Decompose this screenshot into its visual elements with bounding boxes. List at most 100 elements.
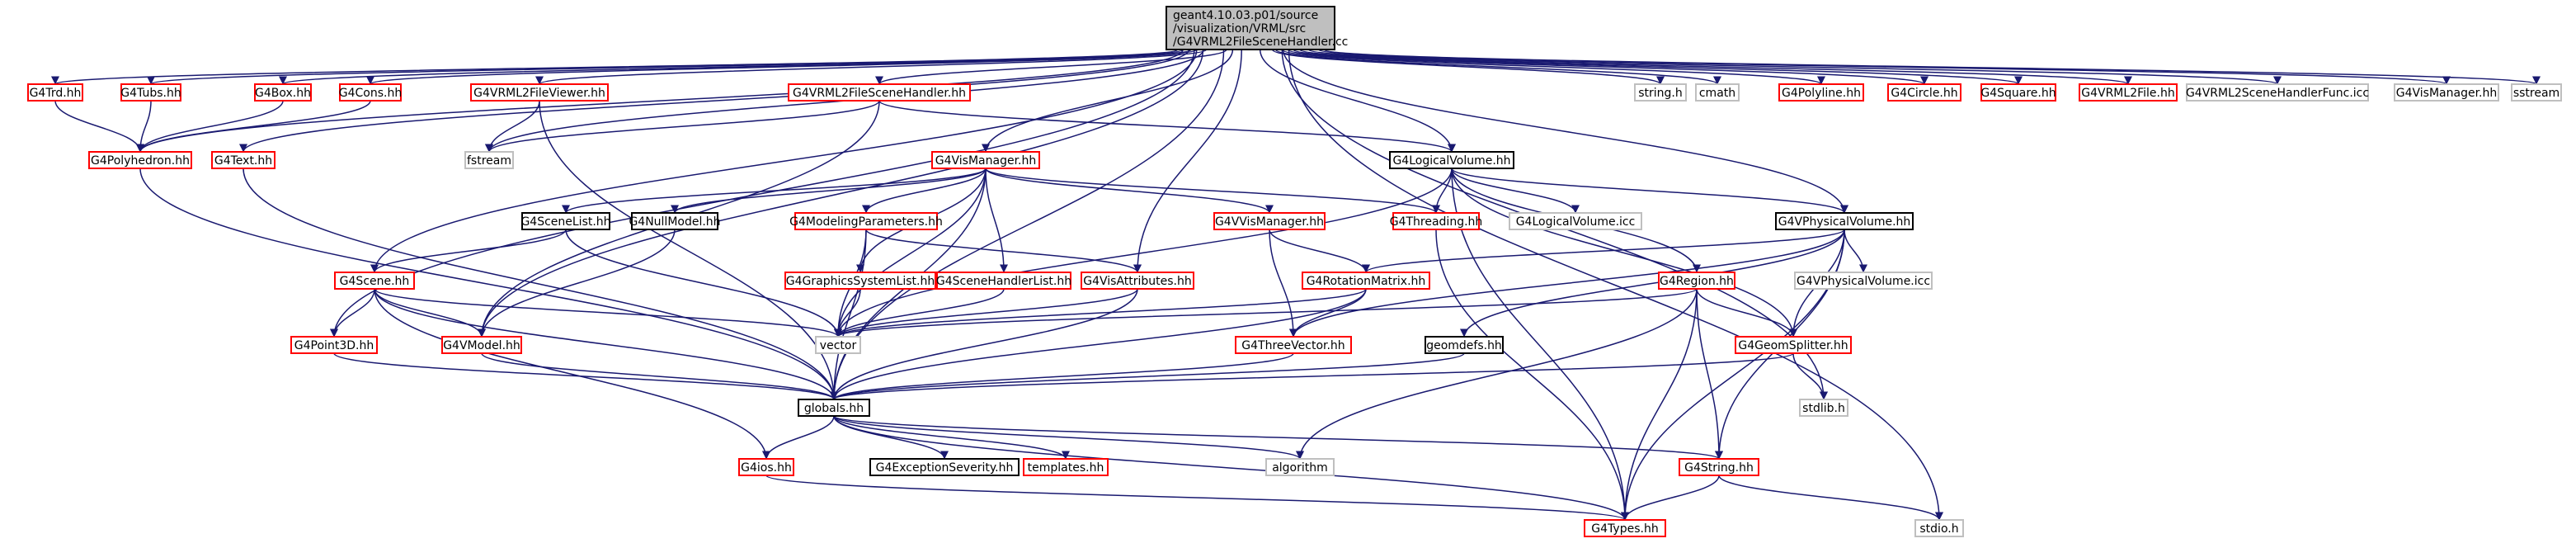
node-G4Box[interactable]: G4Box.hh <box>254 83 312 102</box>
node-fstream[interactable]: fstream <box>464 151 514 169</box>
node-box <box>1775 212 1914 230</box>
node-G4Circle[interactable]: G4Circle.hh <box>1887 83 1961 102</box>
node-G4VModel[interactable]: G4VModel.hh <box>441 336 522 354</box>
node-box <box>738 458 794 476</box>
node-string[interactable]: string.h <box>1634 83 1687 102</box>
node-box <box>464 151 514 169</box>
node-box <box>1799 399 1848 417</box>
node-templates[interactable]: templates.hh <box>1023 458 1109 476</box>
node-G4VPhysicalVolumeIcc[interactable]: G4VPhysicalVolume.icc <box>1794 272 1933 290</box>
node-stdio[interactable]: stdio.h <box>1914 519 1964 537</box>
node-G4VPhysicalVolume[interactable]: G4VPhysicalVolume.hh <box>1775 212 1914 230</box>
node-vector[interactable]: vector <box>815 336 861 354</box>
node-G4LogicalVolumeIcc[interactable]: G4LogicalVolume.icc <box>1509 212 1642 230</box>
edge-G4Trd-to-G4Polyhedron <box>54 100 144 153</box>
node-G4GeomSplitter[interactable]: G4GeomSplitter.hh <box>1735 336 1852 354</box>
node-G4VisAttributes[interactable]: G4VisAttributes.hh <box>1081 272 1194 290</box>
node-G4Region[interactable]: G4Region.hh <box>1658 272 1735 290</box>
node-label: G4Point3D.hh <box>294 339 374 352</box>
node-box <box>1794 272 1933 290</box>
node-sstream[interactable]: sstream <box>2511 83 2562 102</box>
node-G4VVisManager[interactable]: G4VVisManager.hh <box>1213 212 1326 230</box>
node-root[interactable]: geant4.10.03.p01/source/visualization/VR… <box>1166 6 1348 50</box>
node-G4Scene[interactable]: G4Scene.hh <box>334 272 415 290</box>
node-label: G4VModel.hh <box>443 339 520 352</box>
node-G4Types[interactable]: G4Types.hh <box>1584 519 1666 537</box>
edge-G4Cons-to-G4Polyhedron <box>136 100 371 153</box>
node-label: templates.hh <box>1028 461 1104 475</box>
node-G4Cons[interactable]: G4Cons.hh <box>339 83 402 102</box>
node-label: G4Circle.hh <box>1891 87 1957 100</box>
node-G4LogicalVolume[interactable]: G4LogicalVolume.hh <box>1389 151 1514 169</box>
node-G4VRML2FileSceneHandler[interactable]: G4VRML2FileSceneHandler.hh <box>788 83 971 102</box>
edge-G4Scene-to-globals <box>374 288 838 400</box>
node-G4Square[interactable]: G4Square.hh <box>1980 83 2056 102</box>
node-label: cmath <box>1699 87 1735 100</box>
node-G4NullModel[interactable]: G4NullModel.hh <box>629 212 721 230</box>
node-box <box>441 336 522 354</box>
node-G4Text[interactable]: G4Text.hh <box>211 151 275 169</box>
edge-G4VisManager-to-G4SceneList <box>562 168 987 214</box>
edge-G4String-to-stdio <box>1718 475 1943 521</box>
edge-G4Polyhedron-to-globals <box>139 168 838 400</box>
node-G4Polyline[interactable]: G4Polyline.hh <box>1778 83 1864 102</box>
edge-G4LogicalVolume-to-G4VPhysicalVolume <box>1451 168 1848 214</box>
node-label: G4VRML2FileViewer.hh <box>473 87 605 100</box>
edge-G4Region-to-G4String <box>1696 288 1723 460</box>
edge-root-to-G4VRML2FileSceneHandler <box>875 49 1227 85</box>
edge-G4SceneList-to-vector <box>565 229 842 338</box>
edge-G4RotationMatrix-to-globals <box>830 288 1367 400</box>
edge-root-to-G4VPhysicalVolume <box>1282 49 1848 214</box>
node-cmath[interactable]: cmath <box>1695 83 1740 102</box>
node-G4VisManagerHH[interactable]: G4VisManager.hh <box>2394 83 2499 102</box>
node-G4SceneHandlerList[interactable]: G4SceneHandlerList.hh <box>936 272 1071 290</box>
node-G4String[interactable]: G4String.hh <box>1679 458 1759 476</box>
node-G4VRML2SceneHandlerFunc[interactable]: G4VRML2SceneHandlerFunc.icc <box>2186 83 2369 102</box>
edge-G4ios-to-G4Types <box>765 475 1629 521</box>
node-label: G4ios.hh <box>741 461 792 475</box>
node-G4ThreeVector[interactable]: G4ThreeVector.hh <box>1235 336 1352 354</box>
node-label: G4RotationMatrix.hh <box>1307 275 1426 288</box>
node-G4Point3D[interactable]: G4Point3D.hh <box>290 336 378 354</box>
node-G4VisManager[interactable]: G4VisManager.hh <box>931 151 1040 169</box>
node-G4Threading[interactable]: G4Threading.hh <box>1390 212 1483 230</box>
node-label: G4VRML2FileSceneHandler.hh <box>793 87 966 100</box>
node-G4ModelingParameters[interactable]: G4ModelingParameters.hh <box>789 212 943 230</box>
edge-G4RotationMatrix-to-vector <box>834 288 1367 338</box>
node-box <box>120 83 181 102</box>
node-G4Trd[interactable]: G4Trd.hh <box>27 83 83 102</box>
node-box <box>27 83 83 102</box>
node-label-line: /visualization/VRML/src <box>1173 22 1306 35</box>
node-G4Polyhedron[interactable]: G4Polyhedron.hh <box>88 151 192 169</box>
node-box <box>815 336 861 354</box>
node-box <box>1081 272 1194 290</box>
edge-root-to-sstream <box>1323 49 2541 85</box>
node-G4SceneList[interactable]: G4SceneList.hh <box>520 212 611 230</box>
node-label: G4VRML2SceneHandlerFunc.icc <box>2186 87 2369 100</box>
node-box <box>936 272 1071 290</box>
node-geomdefs[interactable]: geomdefs.hh <box>1425 336 1504 354</box>
node-globals[interactable]: globals.hh <box>798 399 870 417</box>
node-label: G4VPhysicalVolume.icc <box>1797 275 1930 288</box>
node-label: G4Polyline.hh <box>1782 87 1861 100</box>
node-stdlib[interactable]: stdlib.h <box>1799 399 1848 417</box>
node-label: G4VisAttributes.hh <box>1083 275 1192 288</box>
node-box <box>1166 6 1335 50</box>
node-G4VRML2FileViewer[interactable]: G4VRML2FileViewer.hh <box>470 83 609 102</box>
edge-root-to-G4Circle <box>1287 49 1928 85</box>
node-box <box>869 458 1020 476</box>
edge-G4VisAttributes-to-vector <box>834 288 1138 338</box>
node-G4Tubs[interactable]: G4Tubs.hh <box>120 83 181 102</box>
node-G4GraphicsSystemList[interactable]: G4GraphicsSystemList.hh <box>784 272 936 290</box>
node-algorithm[interactable]: algorithm <box>1265 458 1335 476</box>
node-box <box>931 151 1040 169</box>
edge-G4VisManager-to-G4VVisManager <box>985 168 1274 214</box>
edge-G4Scene-to-vector <box>374 288 842 338</box>
node-G4VRML2File[interactable]: G4VRML2File.hh <box>2079 83 2178 102</box>
edge-globals-to-G4Types <box>833 415 1629 521</box>
node-G4ios[interactable]: G4ios.hh <box>738 458 794 476</box>
node-label: G4Threading.hh <box>1390 215 1483 229</box>
node-G4RotationMatrix[interactable]: G4RotationMatrix.hh <box>1302 272 1430 290</box>
node-G4ExceptionSeverity[interactable]: G4ExceptionSeverity.hh <box>869 458 1020 476</box>
node-label: stdio.h <box>1919 522 1958 536</box>
